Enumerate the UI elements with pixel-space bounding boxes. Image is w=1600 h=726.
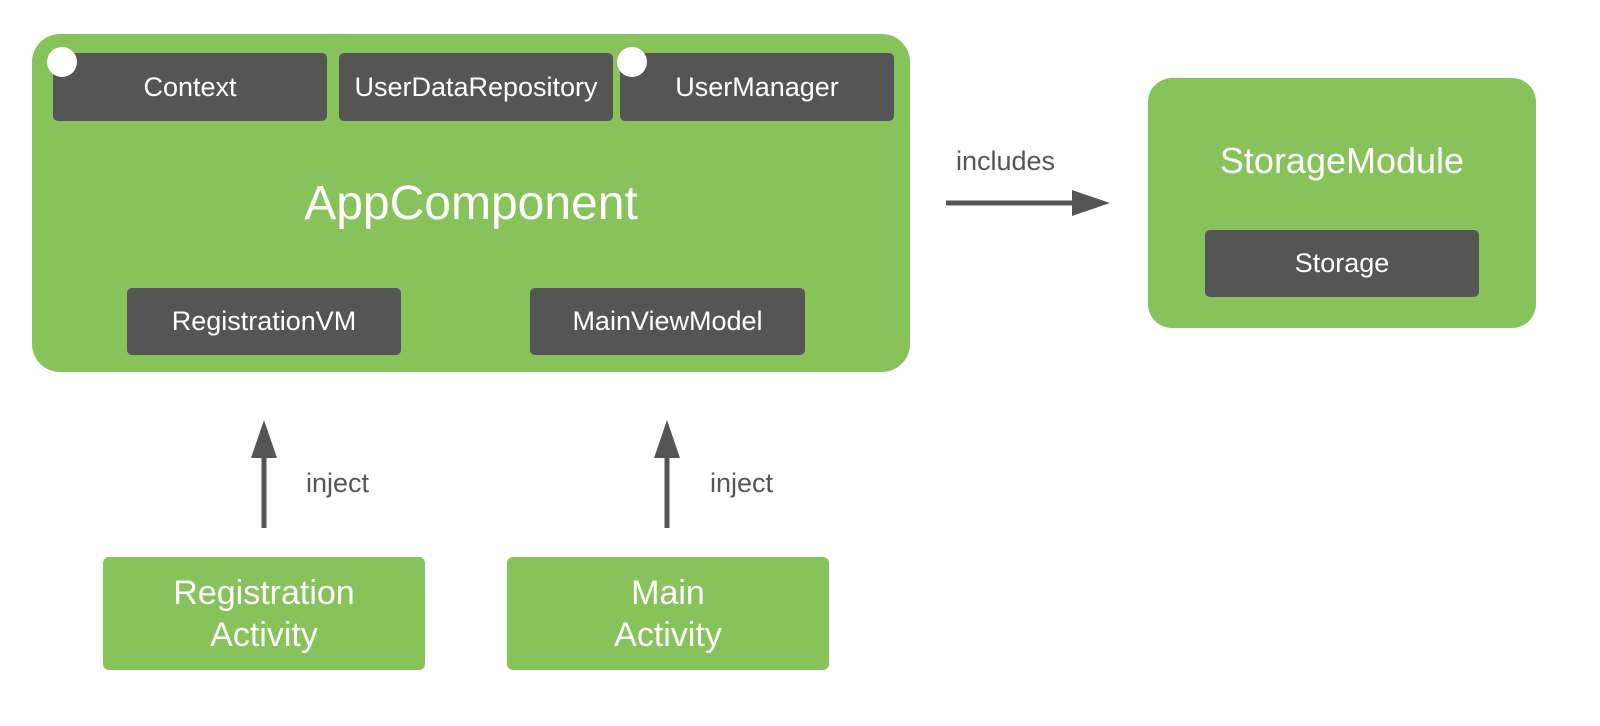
inject-arrow-left: [251, 420, 277, 528]
main-view-model-node: MainViewModel: [530, 288, 805, 355]
storage-label: Storage: [1294, 248, 1390, 278]
user-data-repository-node: UserDataRepository: [339, 53, 613, 121]
inject-label-left: inject: [306, 468, 370, 498]
context-dot-icon: [47, 47, 77, 77]
registration-activity: Registration Activity: [103, 557, 425, 670]
registration-vm-label: RegistrationVM: [171, 306, 357, 336]
main-activity-line2: Activity: [614, 615, 722, 654]
inject-arrow-right: [654, 420, 680, 528]
inject-label-right: inject: [710, 468, 774, 498]
main-activity: Main Activity: [507, 557, 829, 670]
registration-activity-line2: Activity: [210, 615, 318, 654]
registration-vm-node: RegistrationVM: [127, 288, 401, 355]
includes-label: includes: [956, 146, 1056, 176]
main-view-model-label: MainViewModel: [572, 306, 763, 336]
user-manager-node: UserManager: [620, 53, 894, 121]
context-label: Context: [143, 71, 237, 102]
user-manager-dot-icon: [617, 47, 647, 77]
includes-arrow: [946, 190, 1110, 216]
storage-module-title: StorageModule: [1219, 140, 1465, 181]
user-data-repository-label: UserDataRepository: [354, 71, 598, 102]
user-manager-label: UserManager: [675, 71, 839, 102]
context-node: Context: [53, 53, 327, 121]
app-component-title: AppComponent: [304, 177, 638, 230]
registration-activity-line1: Registration: [173, 573, 355, 612]
main-activity-line1: Main: [631, 573, 705, 612]
storage-node: Storage: [1205, 230, 1479, 297]
